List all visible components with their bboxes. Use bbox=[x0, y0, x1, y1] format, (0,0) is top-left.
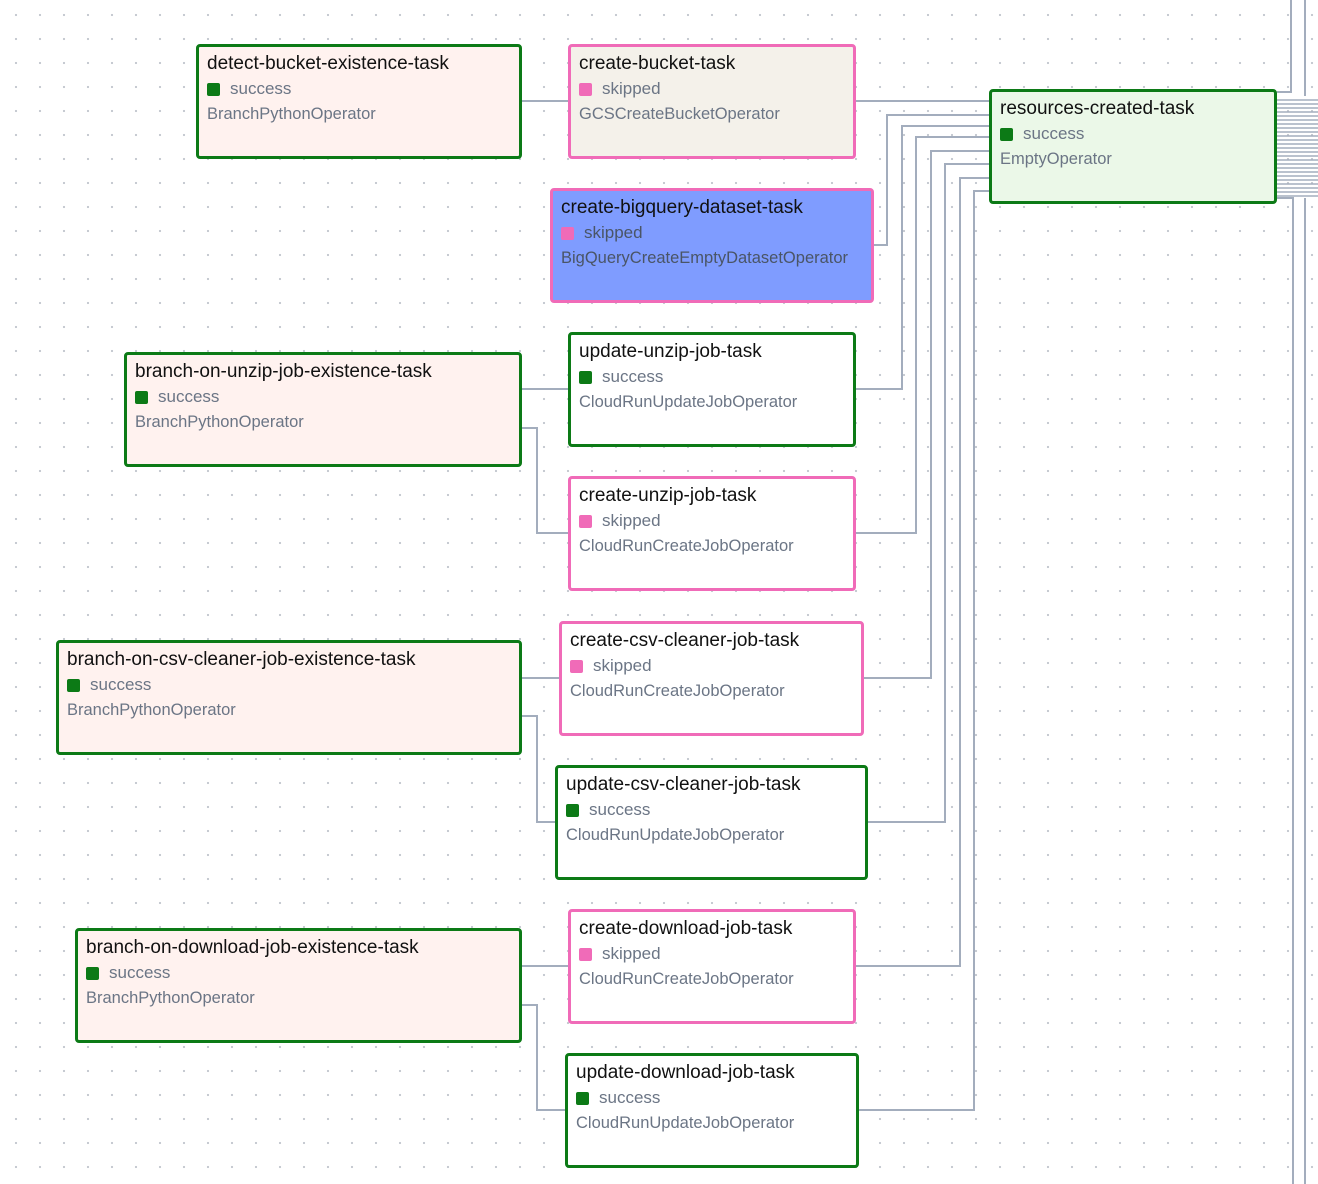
task-name: update-unzip-job-task bbox=[579, 341, 762, 362]
task-status: success bbox=[207, 77, 511, 101]
task-status: success bbox=[579, 365, 845, 389]
status-square-icon bbox=[207, 82, 220, 96]
status-square-icon bbox=[576, 1091, 589, 1105]
edge-branch-on-download-job-existence-task-to-update-download-job-task bbox=[522, 1004, 565, 1111]
operator-name: BranchPythonOperator bbox=[67, 701, 236, 719]
status-label: success bbox=[602, 367, 664, 386]
operator-name: GCSCreateBucketOperator bbox=[579, 105, 780, 123]
operator-name: CloudRunUpdateJobOperator bbox=[566, 826, 785, 844]
edge-branch-on-csv-cleaner-job-existence-task-to-update-csv-cleaner-job-task bbox=[522, 715, 555, 823]
operator-name: CloudRunCreateJobOperator bbox=[570, 682, 785, 700]
status-label: success bbox=[158, 387, 220, 406]
status-square-icon bbox=[579, 514, 592, 528]
operator-name: CloudRunUpdateJobOperator bbox=[579, 393, 798, 411]
status-label: skipped bbox=[602, 944, 661, 963]
status-square-icon bbox=[1000, 127, 1013, 141]
operator-name: BranchPythonOperator bbox=[135, 413, 304, 431]
task-status: skipped bbox=[561, 221, 863, 245]
task-node-branch-on-csv-cleaner-job-existence-task[interactable]: branch-on-csv-cleaner-job-existence-task… bbox=[56, 640, 522, 755]
task-name: create-csv-cleaner-job-task bbox=[570, 630, 800, 651]
edge-update-download-job-task-to-resources-created-task bbox=[859, 190, 989, 1111]
edge-branch-on-unzip-job-existence-task-to-create-unzip-job-task bbox=[522, 427, 568, 534]
edge-offscreen-2 bbox=[1277, 197, 1294, 1184]
status-label: skipped bbox=[584, 223, 643, 242]
operator-name: CloudRunUpdateJobOperator bbox=[576, 1114, 795, 1132]
status-label: success bbox=[1023, 124, 1085, 143]
status-label: success bbox=[230, 79, 292, 98]
operator-name: BigQueryCreateEmptyDatasetOperator bbox=[561, 249, 849, 267]
operator-name: BranchPythonOperator bbox=[86, 989, 255, 1007]
task-name: create-bucket-task bbox=[579, 53, 736, 74]
operator-name: BranchPythonOperator bbox=[207, 105, 376, 123]
task-name: create-unzip-job-task bbox=[579, 485, 757, 506]
status-square-icon bbox=[570, 659, 583, 673]
status-label: success bbox=[599, 1088, 661, 1107]
edge-update-unzip-job-task-to-resources-created-task bbox=[856, 125, 989, 390]
task-node-branch-on-unzip-job-existence-task[interactable]: branch-on-unzip-job-existence-task succes… bbox=[124, 352, 522, 467]
task-name: update-download-job-task bbox=[576, 1062, 795, 1083]
task-status: success bbox=[86, 961, 511, 985]
status-label: success bbox=[109, 963, 171, 982]
task-status: success bbox=[566, 798, 857, 822]
status-square-icon bbox=[566, 803, 579, 817]
status-square-icon bbox=[579, 947, 592, 961]
task-name: resources-created-task bbox=[1000, 98, 1195, 119]
edge-update-csv-cleaner-job-task-to-resources-created-task bbox=[868, 163, 989, 823]
task-name: detect-bucket-existence-task bbox=[207, 53, 449, 74]
operator-name: CloudRunCreateJobOperator bbox=[579, 537, 794, 555]
task-name: update-csv-cleaner-job-task bbox=[566, 774, 801, 795]
status-square-icon bbox=[135, 390, 148, 404]
status-label: skipped bbox=[602, 79, 661, 98]
task-status: success bbox=[135, 385, 511, 409]
task-name: branch-on-unzip-job-existence-task bbox=[135, 361, 432, 382]
operator-name: EmptyOperator bbox=[1000, 150, 1112, 168]
task-status: skipped bbox=[570, 654, 853, 678]
status-label: success bbox=[589, 800, 651, 819]
task-status: success bbox=[67, 673, 511, 697]
edge-offscreen-0 bbox=[1277, 0, 1292, 93]
task-status: skipped bbox=[579, 942, 845, 966]
task-name: create-bigquery-dataset-task bbox=[561, 197, 803, 218]
status-square-icon bbox=[67, 678, 80, 692]
status-square-icon bbox=[86, 966, 99, 980]
status-square-icon bbox=[579, 82, 592, 96]
edge-create-download-job-task-to-resources-created-task bbox=[856, 177, 989, 967]
task-status: success bbox=[576, 1086, 848, 1110]
task-name: branch-on-download-job-existence-task bbox=[86, 937, 419, 958]
status-square-icon bbox=[561, 226, 574, 240]
task-status: skipped bbox=[579, 509, 845, 533]
edge-create-csv-cleaner-job-task-to-resources-created-task bbox=[864, 150, 989, 679]
status-label: skipped bbox=[593, 656, 652, 675]
status-label: skipped bbox=[602, 511, 661, 530]
task-name: create-download-job-task bbox=[579, 918, 793, 939]
status-square-icon bbox=[579, 370, 592, 384]
task-status: skipped bbox=[579, 77, 845, 101]
edge-create-unzip-job-task-to-resources-created-task bbox=[856, 136, 989, 534]
status-label: success bbox=[90, 675, 152, 694]
operator-name: CloudRunCreateJobOperator bbox=[579, 970, 794, 988]
task-status: success bbox=[1000, 122, 1266, 146]
task-name: branch-on-csv-cleaner-job-existence-task bbox=[67, 649, 416, 670]
edge-create-bigquery-dataset-task-to-resources-created-task bbox=[874, 114, 989, 246]
task-node-branch-on-download-job-existence-task[interactable]: branch-on-download-job-existence-task suc… bbox=[75, 928, 522, 1043]
